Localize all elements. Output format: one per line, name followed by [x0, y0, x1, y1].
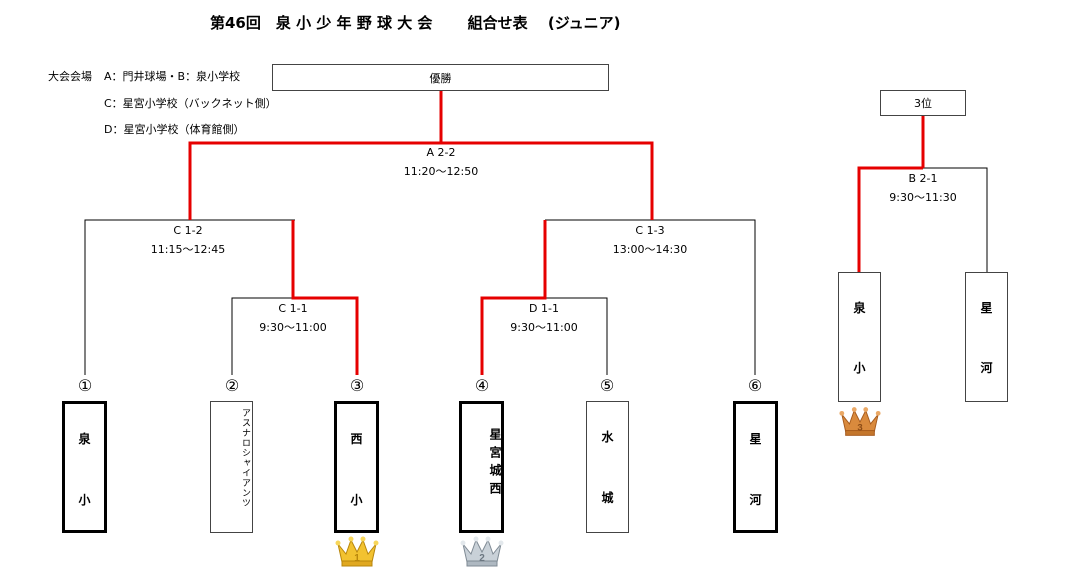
match-final: A 2-2 11:20〜12:50	[381, 143, 501, 181]
match-r1-left-code: C 1-1	[278, 302, 308, 315]
team-4-name: 星宮城西	[488, 428, 502, 500]
gold-crown-icon: 1	[335, 536, 379, 567]
seed-6: ⑥	[747, 376, 763, 395]
seed-1: ①	[77, 376, 93, 395]
third-team-a-box: 泉 小	[838, 272, 881, 402]
team-6-box: 星 河	[733, 401, 778, 533]
third-place-box: 3位	[880, 90, 966, 116]
match-r1-left-time: 9:30〜11:00	[259, 321, 327, 334]
silver-crown-number: 2	[479, 553, 485, 564]
third-team-b-char-1: 星	[980, 301, 993, 315]
match-semi-left: C 1-2 11:15〜12:45	[128, 221, 248, 259]
match-r1-right: D 1-1 9:30〜11:00	[484, 299, 604, 337]
match-semi-right: C 1-3 13:00〜14:30	[590, 221, 710, 259]
third-team-a-char-2: 小	[853, 361, 866, 375]
match-semi-left-code: C 1-2	[173, 224, 203, 237]
match-final-code: A 2-2	[426, 146, 456, 159]
seed-2: ②	[224, 376, 240, 395]
seed-3: ③	[349, 376, 365, 395]
match-third-code: B 2-1	[908, 172, 938, 185]
team-1-box: 泉 小	[62, 401, 107, 533]
silver-crown-icon: 2	[460, 536, 504, 567]
match-semi-right-time: 13:00〜14:30	[612, 243, 688, 256]
team-5-char-1: 水	[601, 430, 614, 444]
third-team-b-box: 星 河	[965, 272, 1008, 402]
seed-5: ⑤	[599, 376, 615, 395]
champion-box: 優勝	[272, 64, 609, 91]
team-3-char-2: 小	[350, 493, 363, 507]
match-semi-right-code: C 1-3	[635, 224, 665, 237]
team-4-box: 星宮城西	[459, 401, 504, 533]
gold-crown-number: 1	[354, 553, 360, 564]
team-6-char-1: 星	[749, 432, 762, 446]
third-team-b-char-2: 河	[980, 361, 993, 375]
team-1-char-2: 小	[78, 493, 91, 507]
team-3-box: 西 小	[334, 401, 379, 533]
match-third-time: 9:30〜11:30	[889, 191, 957, 204]
venue-line-1: A：門井球場・B：泉小学校	[104, 70, 241, 83]
match-semi-left-time: 11:15〜12:45	[150, 243, 226, 256]
team-2-box: アスナロシャイアンツ	[210, 401, 253, 533]
match-r1-right-time: 9:30〜11:00	[510, 321, 578, 334]
bronze-crown-number: 3	[857, 423, 862, 434]
venue-heading: 大会会場	[48, 70, 92, 83]
third-team-a-char-1: 泉	[853, 301, 866, 315]
page-title: 第46回 泉 小 少 年 野 球 大 会 組合せ表 (ジュニア)	[210, 14, 621, 32]
match-r1-left: C 1-1 9:30〜11:00	[233, 299, 353, 337]
team-3-char-1: 西	[350, 432, 363, 446]
venue-line-3: D：星宮小学校（体育館側）	[104, 123, 245, 136]
venue-line-2: C：星宮小学校（バックネット側）	[104, 97, 277, 110]
team-2-name: アスナロシャイアンツ	[240, 408, 250, 508]
team-1-char-1: 泉	[78, 432, 91, 446]
match-r1-right-code: D 1-1	[529, 302, 559, 315]
match-final-time: 11:20〜12:50	[403, 165, 479, 178]
team-5-box: 水 城	[586, 401, 629, 533]
match-third: B 2-1 9:30〜11:30	[863, 169, 983, 207]
seed-4: ④	[474, 376, 490, 395]
team-6-char-2: 河	[749, 493, 762, 507]
team-5-char-2: 城	[601, 491, 614, 505]
bronze-crown-icon: 3	[839, 407, 881, 436]
